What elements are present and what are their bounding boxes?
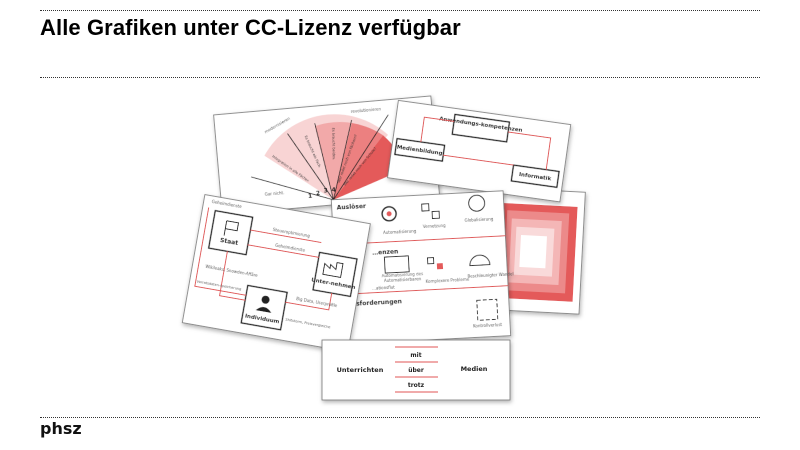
competence-right: Informatik <box>519 172 552 183</box>
media-option: mit <box>410 352 421 359</box>
icon-caption: Automatisierung <box>383 228 417 235</box>
grid-icon <box>476 298 499 321</box>
arrow-label: Geheimdienste <box>275 243 306 253</box>
flag-icon <box>223 220 240 236</box>
globe-icon <box>468 194 486 212</box>
phsz-logo: phsz <box>40 419 82 438</box>
arrow-label: Geheimdienste <box>211 199 242 209</box>
icon-caption: Vernetzung <box>423 223 446 229</box>
fan-number: 1 <box>308 193 313 200</box>
fan-number: 2 <box>316 190 321 197</box>
speedometer-icon <box>469 254 491 267</box>
factory-icon <box>322 262 344 279</box>
nested-squares-card <box>486 187 586 315</box>
media-option: über <box>408 367 424 374</box>
icon-caption: …ationsflut <box>372 285 395 291</box>
arrow-label: Vorratsdaten-speicherung <box>196 280 241 292</box>
laptop-icon <box>383 255 410 274</box>
icons-section: …enzen <box>372 248 399 256</box>
title-rule <box>40 77 760 78</box>
node-individuum: Individuum <box>244 313 280 325</box>
media-option: trotz <box>408 382 425 389</box>
arrow-label: Steueroptimierung <box>272 227 310 239</box>
icon-caption: Komplexere Probleme <box>426 277 470 284</box>
society-card: Staat Unter-nehmen Individuum Steueropti… <box>181 194 371 353</box>
icon-caption: Automatisierung des Automatisierbaren <box>381 272 424 283</box>
media-card: Unterrichten Medien mit über trotz <box>321 339 511 401</box>
fan-number: 4 <box>331 187 336 194</box>
fan-card: modernisieren revolutionieren Integratio… <box>213 95 440 216</box>
media-left: Unterrichten <box>337 366 384 374</box>
fan-label: revolutionieren <box>351 106 382 114</box>
footer-rule <box>40 417 760 418</box>
media-right: Medien <box>461 365 488 373</box>
node-staat: Staat <box>219 237 238 247</box>
icon-caption: Kontrollverlust <box>473 322 503 329</box>
page-title: Alle Grafiken unter CC-Lizenz verfügbar <box>40 15 461 40</box>
complex-network-icon <box>426 257 435 265</box>
icons-section: Auslöser <box>337 203 367 212</box>
person-icon <box>261 295 270 304</box>
fan-label: Gar nicht. <box>265 190 285 197</box>
arrow-label: Shitstorm, Preisvergleiche <box>285 318 331 330</box>
top-rule <box>40 10 760 11</box>
icon-caption: Globalisierung <box>464 216 493 223</box>
network-icon <box>421 203 430 212</box>
icons-section: …ausforderungen <box>342 298 402 308</box>
icon-caption: Beschleunigter Wandel <box>467 271 513 278</box>
fan-label: Es braucht beides. <box>331 128 336 161</box>
competence-card: Anwendungs-kompetenzen Medienbildung Inf… <box>387 99 572 203</box>
icons-card: Auslöser …enzen …ausforderungen Automati… <box>330 190 514 346</box>
fan-number: 3 <box>323 187 328 194</box>
gears-icon <box>381 206 397 222</box>
